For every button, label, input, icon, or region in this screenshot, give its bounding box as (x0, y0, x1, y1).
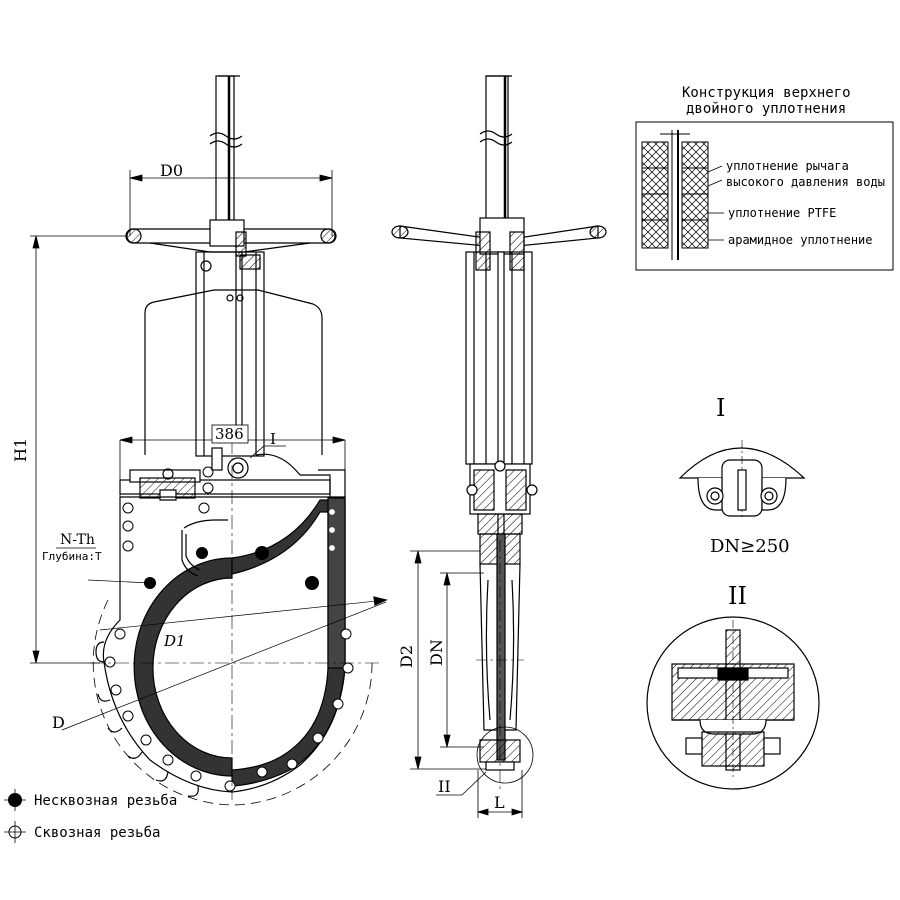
dim-dn: DN (427, 639, 446, 666)
dim-d2: D2 (397, 645, 416, 668)
dim-d0: D0 (160, 161, 183, 180)
seal-title-line1: Конструкция верхнего (682, 85, 851, 101)
dn-condition: DN≥250 (710, 536, 790, 557)
seal-item-2: высокого давления воды (726, 175, 885, 189)
yoke (195, 251, 265, 457)
dim-h1: H1 (11, 438, 30, 462)
detail-1-title: I (716, 394, 725, 422)
legend (4, 789, 26, 843)
gate-plate (144, 289, 323, 455)
side-view (391, 75, 607, 790)
dim-386: 386 (215, 425, 244, 443)
callout-detail-2: II (438, 777, 451, 796)
seal-construction-box (635, 121, 894, 271)
front-dimensions (30, 170, 346, 664)
legend-through-thread: Сквозная резьба (34, 825, 160, 841)
handwheel (125, 219, 337, 270)
legend-blind-thread: Несквозная резьба (34, 793, 177, 809)
seal-item-4: арамидное уплотнение (728, 233, 873, 247)
seal-item-3: уплотнение PTFE (728, 206, 836, 220)
dim-d: D (52, 713, 65, 732)
dim-l: L (494, 793, 505, 812)
detail-1-view (678, 440, 806, 520)
blind-thread-holes (144, 546, 319, 590)
stem (215, 75, 235, 223)
detail-2-title: II (728, 582, 747, 610)
front-view (61, 75, 388, 806)
thread-depth-label: Глубина:T (42, 550, 102, 563)
side-dimensions (410, 550, 524, 818)
thread-label: N-Th (60, 532, 95, 548)
callout-detail-1: I (270, 430, 276, 448)
detail-2-view (646, 616, 820, 790)
valve-body-left (102, 497, 233, 793)
dim-d1: D1 (163, 632, 186, 650)
seal-title-line2: двойного уплотнения (686, 101, 846, 117)
seal-item-1: уплотнение рычага (726, 159, 849, 173)
